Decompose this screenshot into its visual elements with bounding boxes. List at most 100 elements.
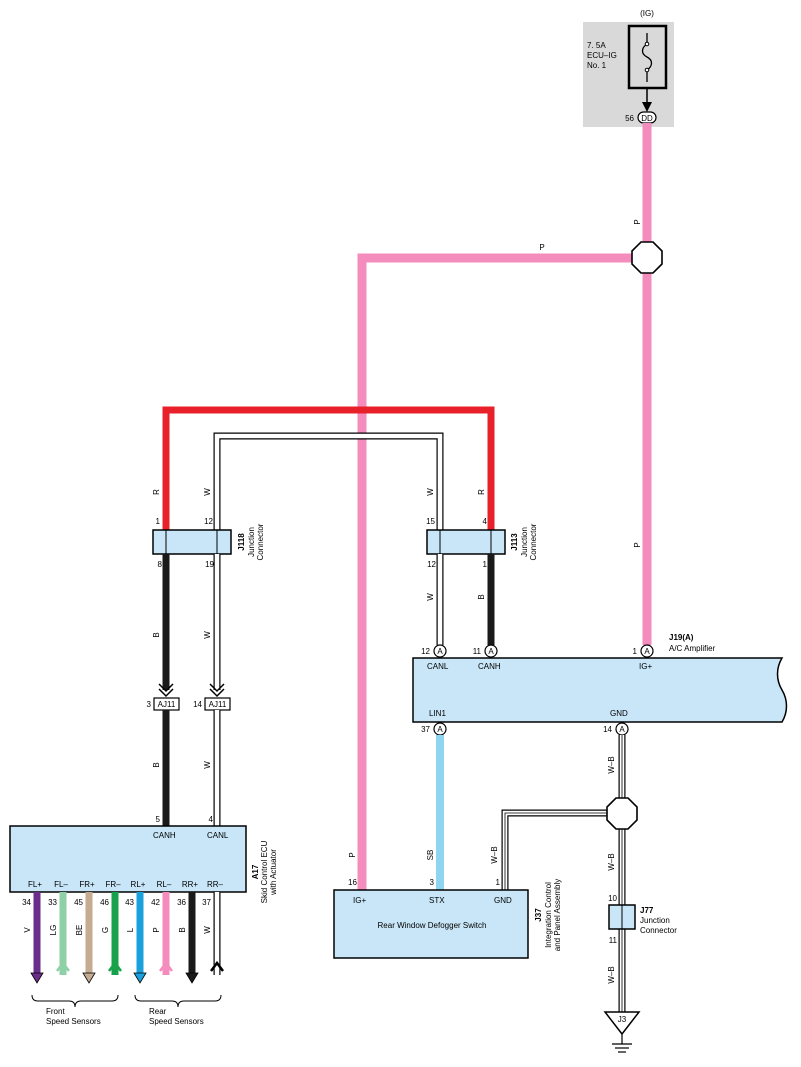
a17-id: A17 — [251, 864, 260, 879]
sensor-rlp-group: RL+43L — [125, 880, 147, 984]
j19-connector-ig — [640, 644, 654, 658]
sensor-flp-arrow-down-icon — [30, 972, 44, 984]
wire-b-label-2: B — [152, 762, 161, 767]
sensor-rrp-arrow-down-icon — [185, 972, 199, 984]
sensor-rlp-arrow-down-icon — [133, 972, 147, 984]
wire-p-label-4: P — [348, 852, 357, 857]
a17-desc1: Skid Control ECU — [260, 840, 269, 903]
sensor-frm-pin: 46 — [100, 898, 109, 907]
sensor-flp-group: FL+34V — [22, 880, 44, 984]
sensor-rlp-name: RL+ — [131, 880, 146, 889]
j113-pin-bot-right: 1 — [483, 560, 488, 569]
ground-id: J3 — [618, 1015, 627, 1024]
j37-ig: IG+ — [353, 896, 366, 905]
sensor-rrp-group: RR+36B — [177, 880, 199, 984]
j37-stx: STX — [429, 896, 445, 905]
wire-w-outline — [213, 432, 444, 530]
wires-j118-a17: B W AJ11 AJ11 3 14 B W 5 4 — [147, 554, 231, 826]
j77-pin-top: 10 — [608, 894, 617, 903]
j37-gnd: GND — [494, 896, 512, 905]
fuse-block: (IG) 7. 5A ECU–IG No. 1 DD 56 — [583, 9, 674, 127]
wire-p-label-2: P — [539, 243, 544, 252]
fuse-pin: 56 — [625, 114, 634, 123]
wire-w-label-2: W — [426, 488, 435, 496]
wire-wb-label-4: W–B — [607, 966, 616, 983]
wire-r-label-2: R — [477, 489, 486, 495]
sensor-flm-pin: 33 — [48, 898, 57, 907]
wire-w-label-5: W — [203, 761, 212, 769]
aj11-right-label: AJ11 — [209, 700, 227, 709]
ground-triangle-icon — [603, 1011, 641, 1036]
j19-ac-amplifier: A A A 12 11 1 CANL CANH IG+ J19(A) A/C A… — [412, 633, 788, 736]
a17-canh-pin: 5 — [156, 815, 161, 824]
sensor-rlm-chevron-up-icon — [159, 960, 173, 972]
rear-sensors-label-1: Rear — [149, 1007, 167, 1016]
splice-p-icon — [631, 241, 663, 274]
j19-lin-pin: 37 — [421, 725, 430, 734]
j19-canh: CANH — [478, 662, 501, 671]
fuse-number: No. 1 — [587, 61, 607, 70]
wire-w-can: W W — [203, 432, 444, 530]
wire-sb: SB — [426, 735, 444, 890]
sensor-flm-chevron-up-icon — [56, 960, 70, 972]
sensor-frm-wire-label: G — [101, 927, 110, 933]
sensor-flm-name: FL– — [54, 880, 68, 889]
sensor-frp-name: FR+ — [79, 880, 95, 889]
svg-text:A: A — [644, 647, 650, 656]
sensor-rrm-name: RR– — [207, 880, 224, 889]
a17-skid-control-ecu: CANH CANL A17 Skid Control ECU with Actu… — [9, 825, 278, 1026]
j37-ig-pin: 16 — [348, 878, 357, 887]
j37-panel-assembly: 16 3 1 IG+ STX GND Rear Window Defogger … — [333, 878, 562, 959]
sensor-flm-wire-label: LG — [49, 925, 58, 936]
sensor-rrm-chevron-up-icon — [210, 960, 224, 972]
j19-lin: LIN1 — [429, 709, 446, 718]
svg-text:A: A — [437, 725, 443, 734]
j37-desc1: Integration Control — [544, 882, 553, 948]
fuse-arrow-icon — [642, 102, 652, 112]
j19-gnd: GND — [610, 709, 628, 718]
wire-w-label-4: W — [203, 631, 212, 639]
j19-id: J19(A) — [669, 633, 694, 642]
fuse-ig-label: (IG) — [640, 9, 654, 18]
sensor-frm-chevron-up-icon — [108, 960, 122, 972]
j118-desc1: Junction — [247, 527, 256, 557]
wire-sb-label: SB — [426, 850, 435, 861]
sensor-rlm-wire-label: P — [152, 927, 161, 932]
sensor-rlp-wire-label: L — [126, 927, 135, 932]
fuse-connector-label: DD — [641, 114, 653, 123]
wire-b-label-3: B — [477, 594, 486, 599]
j113-body — [426, 529, 506, 555]
fuse-icon — [641, 33, 653, 82]
fuse-terminal-bottom-icon — [644, 67, 650, 73]
aj11-pin-left: 3 — [147, 700, 152, 709]
wire-wb-branch — [504, 812, 622, 890]
aj11-chevron-left-icon — [158, 683, 174, 693]
sensor-rrm-pin: 37 — [202, 898, 211, 907]
j19-gnd-pin: 14 — [603, 725, 612, 734]
j118-body — [152, 529, 232, 555]
sensor-rlm-name: RL– — [157, 880, 172, 889]
sensor-rrm-wire-label: W — [203, 926, 212, 934]
j118-pin-bot-left: 8 — [158, 560, 163, 569]
j118-connector: 1 12 8 19 J118 Junction Connector — [152, 517, 265, 569]
sensor-flp-wire-label: V — [23, 927, 32, 933]
sensor-rlm-pin: 42 — [151, 898, 160, 907]
sensor-frm-name: FR– — [105, 880, 121, 889]
svg-text:A: A — [437, 647, 443, 656]
j113-pin-bot-left: 12 — [427, 560, 436, 569]
wire-r-path — [162, 406, 495, 530]
j77-desc1: Junction — [640, 916, 670, 925]
splice-wb-icon — [606, 797, 638, 830]
j37-title: Rear Window Defogger Switch — [378, 921, 487, 930]
j118-pin-bot-right: 19 — [205, 560, 214, 569]
j118-desc2: Connector — [256, 523, 265, 560]
front-sensors-label-2: Speed Sensors — [46, 1017, 101, 1026]
a17-desc2: with Actuator — [269, 849, 278, 896]
front-sensors-label-1: Front — [46, 1007, 65, 1016]
j19-connector-canl — [433, 644, 447, 658]
j77-id: J77 — [640, 906, 654, 915]
j19-ig-pin: 1 — [633, 647, 638, 656]
